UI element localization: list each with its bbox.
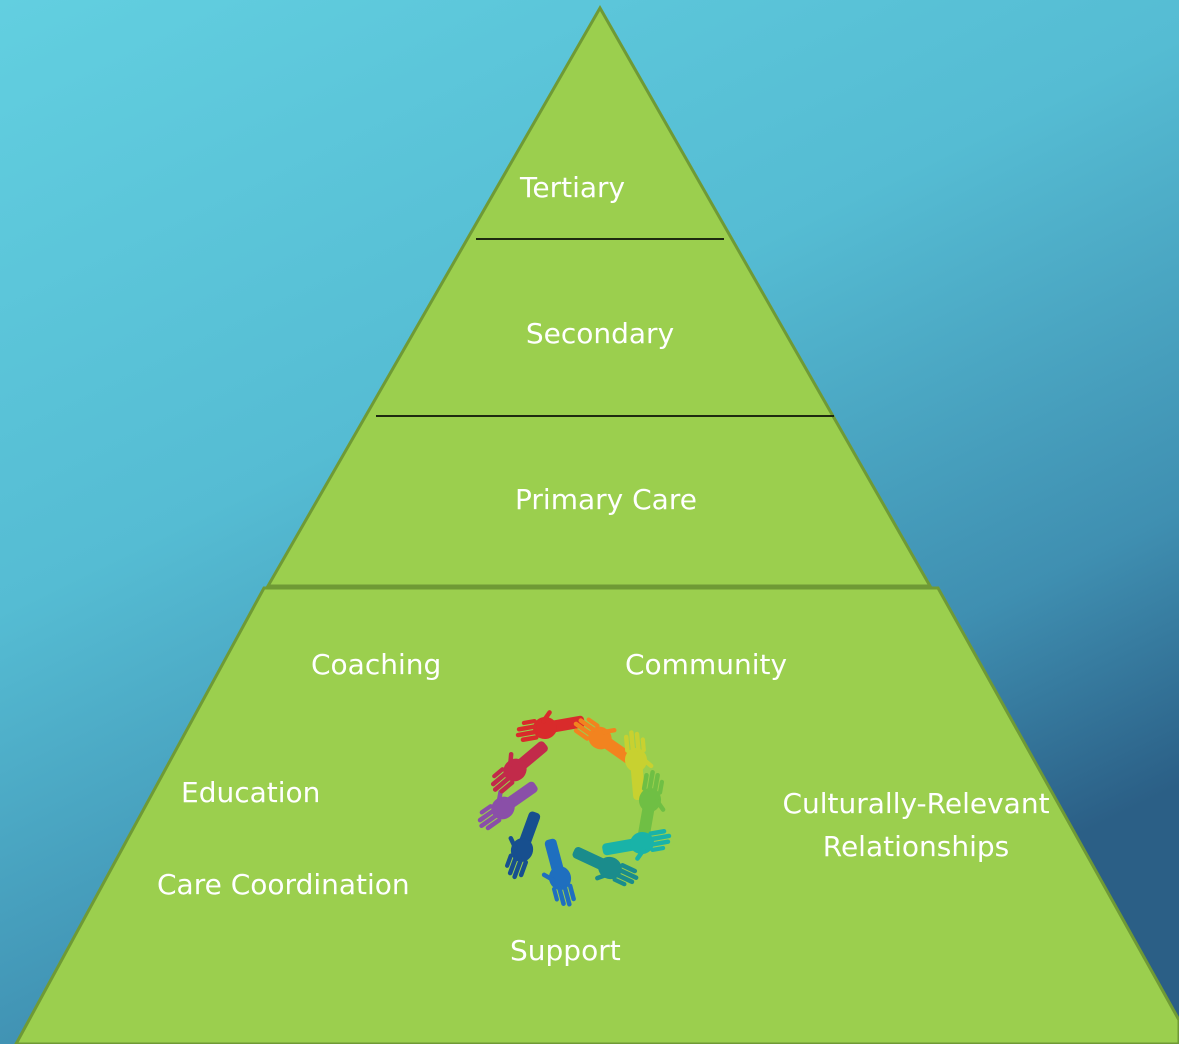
culturally-relevant-line2: Relationships bbox=[822, 830, 1010, 863]
care-coordination-label: Care Coordination bbox=[157, 868, 410, 901]
coaching-label: Coaching bbox=[311, 648, 442, 681]
culturally-relevant-relationships-label: Culturally-Relevant Relationships bbox=[782, 782, 1049, 868]
tier-primary-care-label: Primary Care bbox=[515, 483, 697, 516]
culturally-relevant-line1: Culturally-Relevant bbox=[782, 787, 1050, 820]
tier-secondary-label: Secondary bbox=[525, 317, 675, 350]
pyramid-upper bbox=[265, 4, 933, 588]
support-label: Support bbox=[510, 934, 621, 967]
tier-tertiary-label: Tertiary bbox=[520, 171, 626, 204]
community-label: Community bbox=[625, 648, 788, 681]
pyramid-base bbox=[14, 586, 1179, 1044]
education-label: Education bbox=[181, 776, 321, 809]
